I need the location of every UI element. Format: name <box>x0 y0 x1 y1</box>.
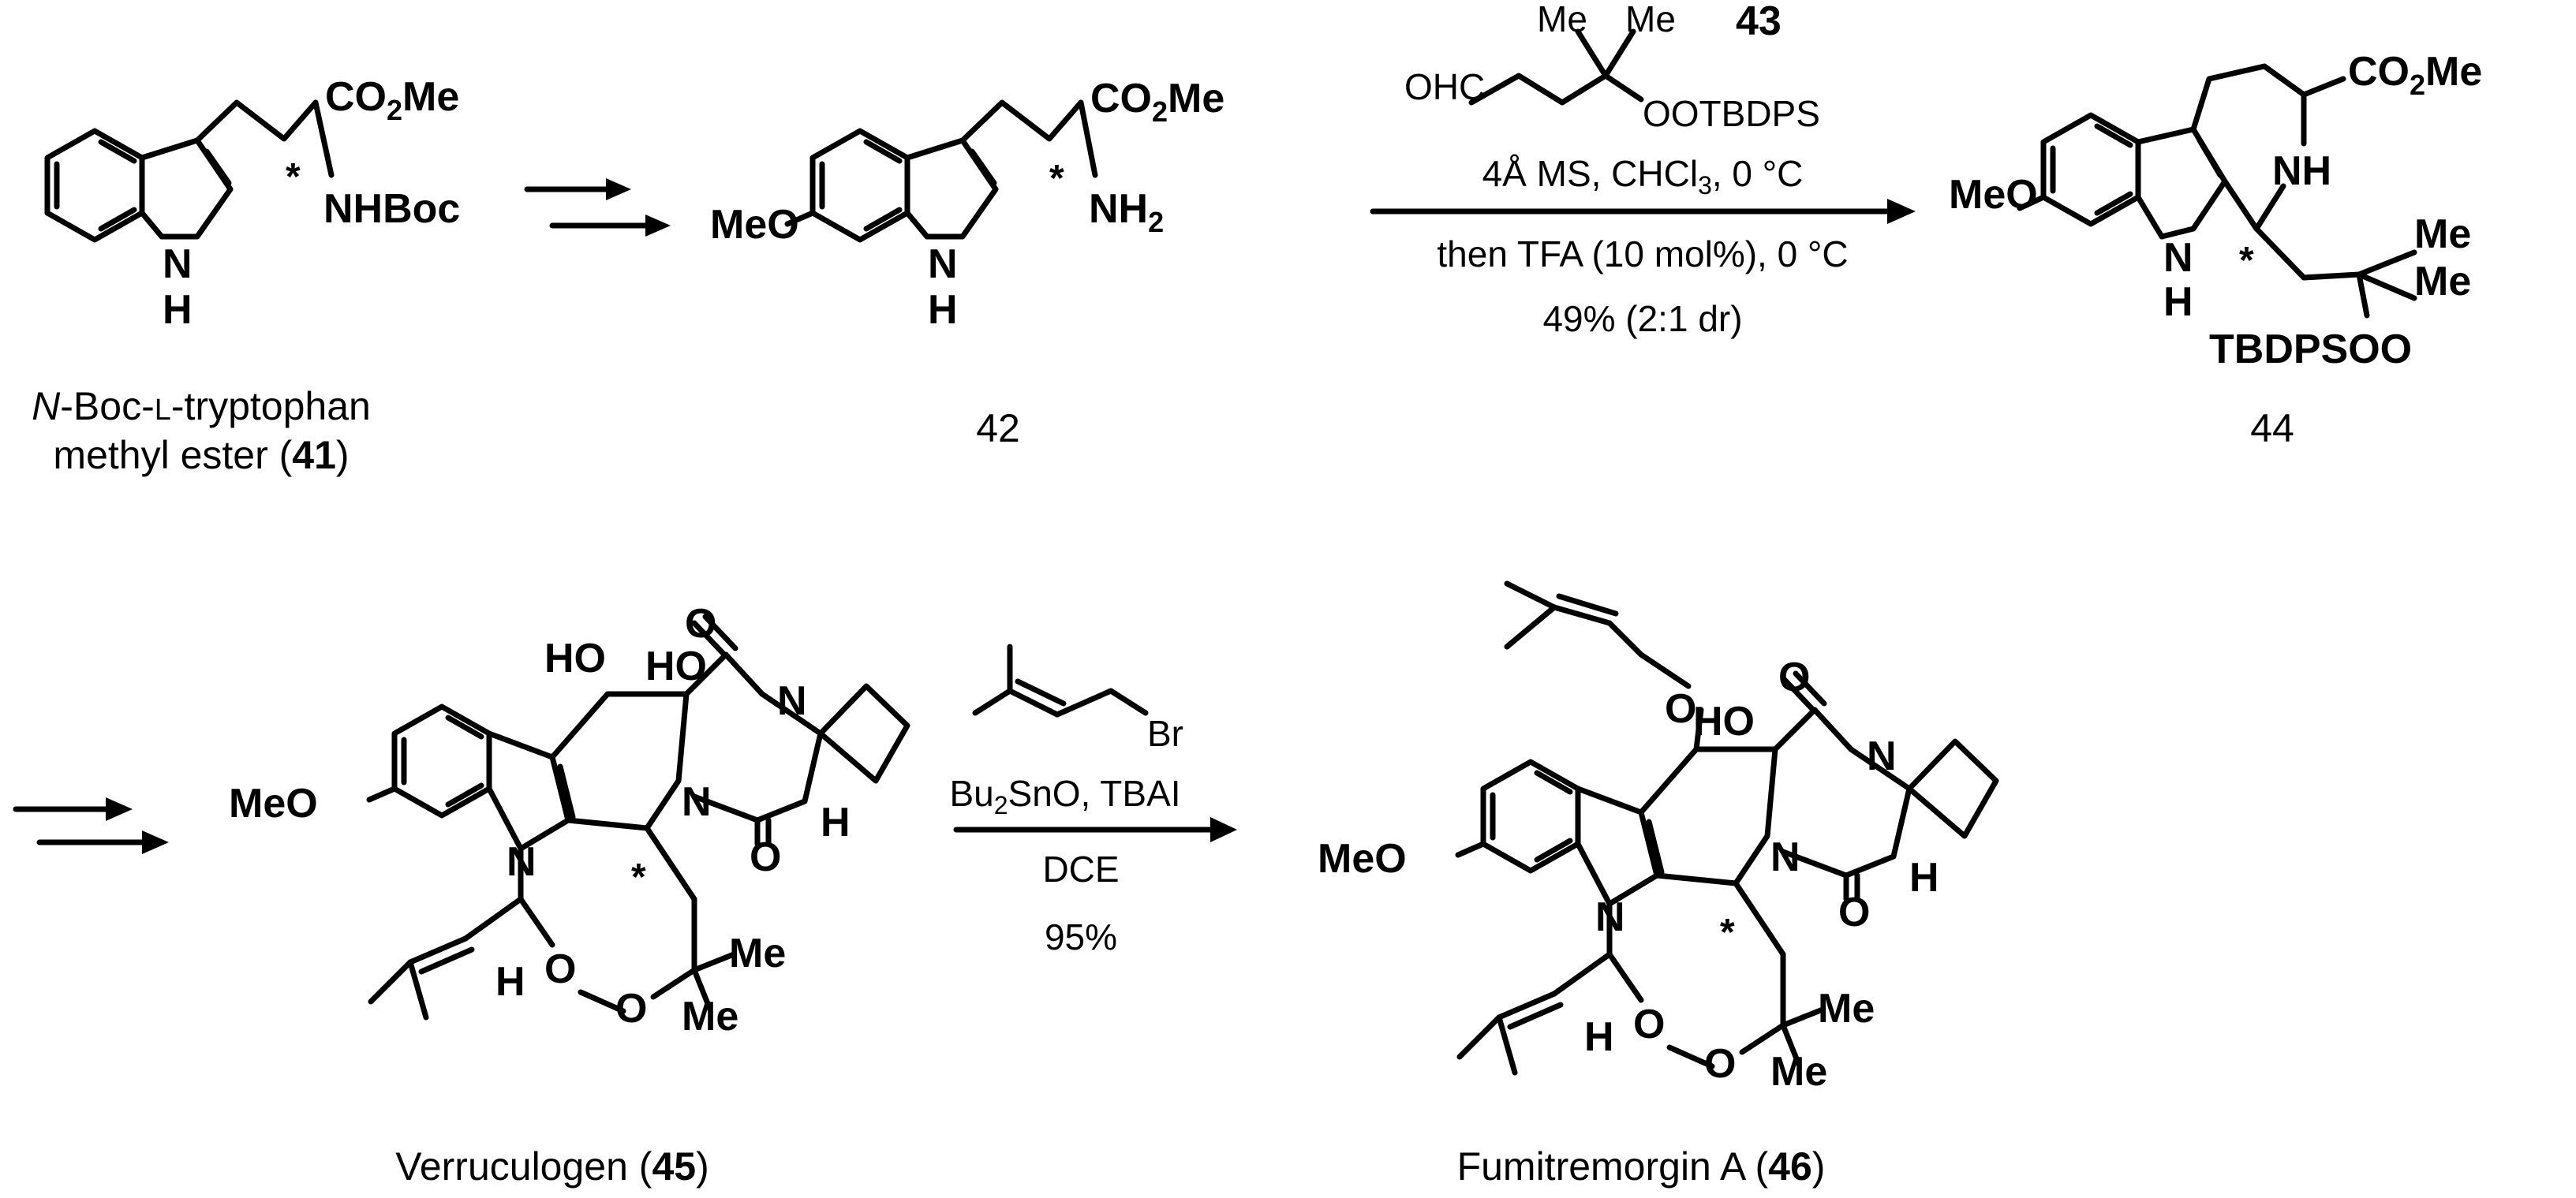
compound-45-structure <box>366 614 910 1021</box>
c41-caption-line2: methyl ester (41) <box>53 433 349 477</box>
c41-co2me: CO2Me <box>325 74 459 126</box>
c45-o-top: O <box>685 601 716 647</box>
c45-h-ring: H <box>495 959 525 1005</box>
step2-conditions-line3: 49% (2:1 dr) <box>1542 298 1742 339</box>
c45-o-bot: O <box>750 834 781 880</box>
c46-stereo-star: * <box>1720 912 1735 954</box>
c46-o1: O <box>1633 1002 1665 1047</box>
c46-meo: MeO <box>1318 836 1407 882</box>
step4-conditions-line2: DCE <box>1042 849 1119 890</box>
c45-o2: O <box>615 986 647 1032</box>
c46-o2: O <box>1704 1041 1736 1087</box>
c46-o-top: O <box>1778 655 1810 700</box>
compound-43-structure <box>1468 28 1644 106</box>
c46-caption: Fumitremorgin A (46) <box>1457 1144 1826 1189</box>
c44-indole-h: H <box>2163 279 2193 325</box>
step4-conditions-line3: 95% <box>1045 916 1117 957</box>
c42-number: 42 <box>976 406 1020 450</box>
c44-number: 44 <box>2250 406 2294 450</box>
c41-nhboc: NHBoc <box>323 186 460 232</box>
c46-me1: Me <box>1818 986 1875 1032</box>
c43-ohc: OHC <box>1404 66 1485 107</box>
c42-indole-n: N <box>928 241 958 287</box>
c43-me2: Me <box>1625 0 1676 39</box>
c42-indole-h: H <box>928 287 958 333</box>
c44-co2me: CO2Me <box>2348 49 2482 101</box>
prenyl-bromide-structure <box>972 644 1149 718</box>
c45-n-pyr: N <box>777 678 807 724</box>
c44-me1: Me <box>2414 211 2471 257</box>
c41-indole-n: N <box>163 241 193 287</box>
c43-ootbdps: OOTBDPS <box>1643 93 1820 134</box>
c46-n-pyr: N <box>1867 733 1897 779</box>
c46-h-pyr: H <box>1909 855 1939 901</box>
c41-stereo-star: * <box>286 156 301 198</box>
step4-conditions-line1: Bu2SnO, TBAI <box>949 773 1180 819</box>
c45-h-pyr: H <box>821 800 851 845</box>
c43-me1: Me <box>1537 0 1587 39</box>
c44-stereo-star: * <box>2239 240 2254 282</box>
step2-arrow <box>1370 199 1916 224</box>
multistep-arrow-2 <box>13 797 169 854</box>
c46-n-ind: N <box>1595 894 1625 940</box>
c44-meo: MeO <box>1949 172 2038 218</box>
c45-me2: Me <box>682 994 738 1039</box>
c42-stereo-star: * <box>1049 158 1064 200</box>
c45-ho1: HO <box>544 636 606 681</box>
c44-me2: Me <box>2414 259 2471 304</box>
c44-tbdpsoo: TBDPSOO <box>2209 327 2412 372</box>
c45-meo: MeO <box>229 781 318 827</box>
c44-ring-nh: NH <box>2272 148 2331 194</box>
c41-caption-line1: N-Boc-L-tryptophan <box>32 384 371 428</box>
c45-o1: O <box>544 946 576 992</box>
c42-meo: MeO <box>710 202 799 248</box>
multistep-arrow-1 <box>524 178 671 237</box>
c46-n-dkp: N <box>1770 834 1800 880</box>
c46-me2: Me <box>1770 1049 1827 1095</box>
c46-o-bot: O <box>1838 890 1870 935</box>
compound-46-structure <box>1455 580 1999 1076</box>
compound-41-structure <box>44 99 335 243</box>
c42-co2me: CO2Me <box>1090 76 1224 128</box>
compound-44-structure <box>2017 63 2417 319</box>
compound-42-structure <box>784 99 1098 243</box>
c45-n-ind: N <box>507 839 537 885</box>
prenyl-br: Br <box>1147 713 1183 754</box>
c45-caption: Verruculogen (45) <box>395 1144 708 1189</box>
c46-o-ether: O <box>1665 686 1696 732</box>
c46-ho: HO <box>1693 699 1755 745</box>
c42-nh2: NH2 <box>1089 186 1164 238</box>
c45-ho2: HO <box>645 644 707 689</box>
step2-conditions-line2: then TFA (10 mol%), 0 °C <box>1437 233 1848 274</box>
c45-stereo-star: * <box>631 857 646 898</box>
c45-me1: Me <box>729 931 786 976</box>
c41-indole-h: H <box>163 287 193 333</box>
c46-h-ring: H <box>1584 1014 1614 1060</box>
c45-n-dkp: N <box>682 779 712 825</box>
step2-conditions-line1: 4Å MS, CHCl3, 0 °C <box>1482 153 1804 200</box>
c44-indole-n: N <box>2163 235 2193 281</box>
c43-number: 43 <box>1736 0 1782 44</box>
step4-arrow <box>953 817 1237 842</box>
